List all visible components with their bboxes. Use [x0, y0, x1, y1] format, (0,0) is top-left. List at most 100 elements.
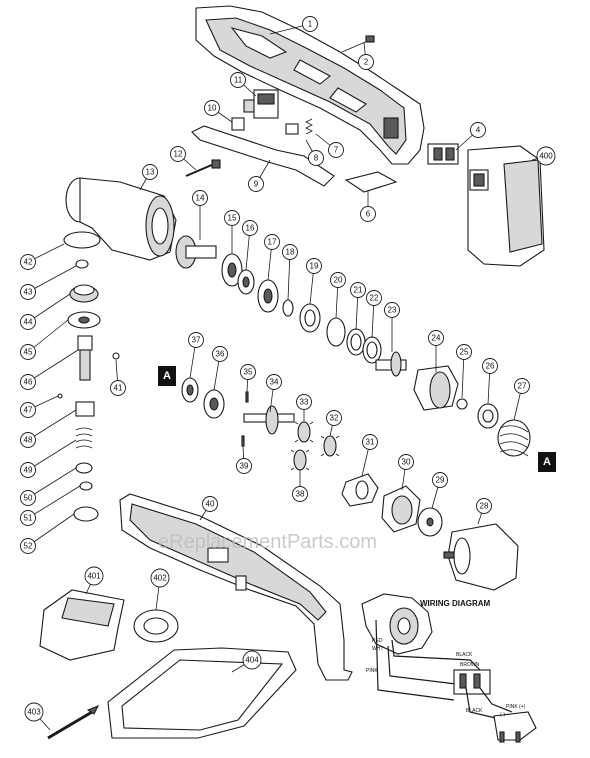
callout-29: 29: [431, 472, 448, 509]
carrying-case: [107, 647, 297, 739]
callout-46: 46: [20, 349, 79, 390]
callout-43: 43: [20, 265, 77, 300]
callout-circle: [202, 496, 218, 512]
callout-circle: [428, 330, 444, 346]
callout-number: 30: [402, 458, 411, 467]
bearing-15: [221, 253, 243, 287]
callout-34: 34: [266, 374, 282, 413]
callout-44: 44: [20, 293, 71, 330]
callout-leader: [27, 319, 69, 353]
clutch-spring: [497, 419, 531, 457]
callout-circle: [330, 272, 346, 288]
callout-24: 24: [428, 330, 444, 372]
callout-number: 404: [245, 656, 259, 665]
bearing-45: [67, 311, 101, 329]
callout-number: 26: [486, 362, 495, 371]
bearing-36: [203, 389, 225, 419]
terminal: [427, 143, 459, 165]
callout-circle: [482, 358, 498, 374]
callout-circle: [242, 220, 258, 236]
callout-number: 16: [246, 224, 255, 233]
callout-circle: [282, 244, 298, 260]
callout-number: 50: [24, 494, 33, 503]
callout-404: 404: [231, 650, 262, 673]
callout-17: 17: [264, 234, 280, 281]
callout-number: 40: [206, 500, 215, 509]
callout-number: 14: [196, 194, 205, 203]
callout-number: 21: [354, 286, 363, 295]
callout-circle: [20, 284, 36, 300]
screw-2: [341, 35, 375, 53]
pinion-gear: [175, 235, 217, 269]
washer-50: [75, 462, 93, 474]
callout-39: 39: [236, 445, 252, 474]
callout-number: 23: [388, 306, 397, 315]
callout-circle: [302, 16, 318, 32]
callout-circle: [20, 402, 36, 418]
callout-9: 9: [248, 159, 271, 192]
callout-circle: [362, 434, 378, 450]
callout-27: 27: [513, 378, 530, 421]
ball-47: [57, 393, 63, 399]
callout-circle: [398, 454, 414, 470]
wire-label-brown: BROWN: [460, 662, 480, 668]
callout-number: 52: [24, 542, 33, 551]
callout-19: 19: [306, 258, 322, 305]
wiring-diagram-title: WIRING DIAGRAM: [420, 599, 491, 608]
callout-number: 33: [300, 398, 309, 407]
wire-label-wht: WHT: [372, 646, 383, 652]
callout-circle: [476, 498, 492, 514]
sleeve-48: [75, 401, 95, 417]
callout-circle: [230, 72, 246, 88]
callout-leader: [27, 485, 81, 519]
callout-number: 35: [244, 368, 253, 377]
callout-circle: [308, 150, 324, 166]
callout-circle: [328, 142, 344, 158]
callout-circle: [20, 538, 36, 554]
callout-number: 34: [270, 378, 279, 387]
callout-32: 32: [326, 410, 342, 437]
bevel-gear-44: [69, 284, 99, 303]
callout-circle: [20, 462, 36, 478]
callout-circle: [170, 146, 186, 162]
callout-circle: [110, 380, 126, 396]
switch: [243, 89, 279, 119]
charger: [39, 589, 125, 661]
callout-40: 40: [199, 496, 218, 521]
callout-number: 19: [310, 262, 319, 271]
callout-layer: 1246789101112131415161718192021222324252…: [20, 16, 556, 731]
callout-circle: [306, 258, 322, 274]
ring-42: [63, 231, 101, 249]
housing-half: [195, 5, 425, 165]
callout-circle: [242, 650, 262, 670]
internal-gear-30: [381, 485, 421, 533]
callout-circle: [24, 702, 44, 722]
callout-number: 44: [24, 318, 33, 327]
callout-number: 47: [24, 406, 33, 415]
pin-35: [245, 391, 249, 403]
wire-label-minus: (-): [500, 712, 505, 718]
callout-number: 29: [436, 476, 445, 485]
callout-2: 2: [358, 41, 374, 70]
callout-number: 31: [366, 438, 375, 447]
callout-circle: [266, 374, 282, 390]
reference-marker-left: A: [158, 366, 176, 386]
callout-number: 43: [24, 288, 33, 297]
reference-marker-right: A: [538, 452, 556, 472]
clip: [344, 171, 398, 193]
angle-head-housing: [65, 177, 177, 261]
ring-51: [79, 481, 93, 491]
callout-8: 8: [305, 139, 324, 166]
callout-number: 12: [174, 150, 183, 159]
callout-number: 25: [460, 348, 469, 357]
callout-18: 18: [282, 244, 298, 301]
ring-gear-31: [341, 473, 379, 507]
planet-gear-32: [320, 435, 340, 457]
callout-circle: [204, 100, 220, 116]
ball-41: [112, 352, 120, 360]
callout-number: 38: [296, 490, 305, 499]
battery-adapter: [133, 609, 179, 643]
callout-number: 49: [24, 466, 33, 475]
callout-401: 401: [84, 566, 104, 595]
callout-number: 6: [366, 210, 371, 219]
